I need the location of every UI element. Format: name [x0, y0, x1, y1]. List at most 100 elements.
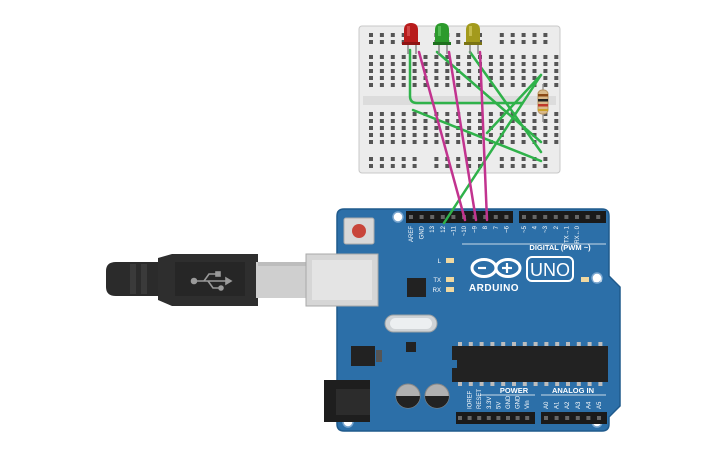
breadboard-hole[interactable]: [543, 140, 548, 144]
breadboard-hole[interactable]: [467, 69, 472, 73]
breadboard-hole[interactable]: [369, 126, 373, 130]
breadboard-hole[interactable]: [510, 33, 515, 37]
header-pin-hole[interactable]: [544, 416, 548, 420]
breadboard-hole[interactable]: [532, 119, 537, 123]
breadboard-hole[interactable]: [488, 69, 493, 73]
breadboard-hole[interactable]: [467, 83, 472, 87]
breadboard-hole[interactable]: [478, 140, 482, 144]
breadboard-hole[interactable]: [412, 62, 417, 66]
breadboard-hole[interactable]: [510, 119, 515, 123]
header-pin-hole[interactable]: [409, 215, 413, 219]
breadboard-hole[interactable]: [434, 83, 439, 87]
breadboard-hole[interactable]: [412, 119, 417, 123]
header-pin-hole[interactable]: [543, 215, 548, 219]
breadboard-hole[interactable]: [412, 83, 417, 87]
header-pin-hole[interactable]: [483, 215, 488, 219]
breadboard-hole[interactable]: [521, 112, 526, 116]
breadboard-hole[interactable]: [445, 140, 450, 144]
breadboard-hole[interactable]: [510, 140, 515, 144]
breadboard-hole[interactable]: [543, 40, 548, 44]
breadboard-hole[interactable]: [488, 76, 493, 80]
breadboard-hole[interactable]: [467, 126, 472, 130]
breadboard-hole[interactable]: [369, 76, 373, 80]
breadboard-hole[interactable]: [521, 62, 526, 66]
breadboard-hole[interactable]: [510, 62, 515, 66]
breadboard-hole[interactable]: [379, 69, 384, 73]
breadboard-hole[interactable]: [554, 133, 559, 137]
breadboard-hole[interactable]: [521, 157, 526, 161]
breadboard-hole[interactable]: [532, 126, 537, 130]
breadboard-hole[interactable]: [532, 55, 537, 59]
breadboard-hole[interactable]: [543, 164, 548, 168]
breadboard-hole[interactable]: [434, 76, 439, 80]
breadboard-hole[interactable]: [488, 133, 493, 137]
breadboard-hole[interactable]: [521, 76, 526, 80]
breadboard-hole[interactable]: [445, 76, 450, 80]
header-pin-hole[interactable]: [522, 215, 526, 219]
breadboard-hole[interactable]: [401, 33, 406, 37]
breadboard-hole[interactable]: [499, 62, 504, 66]
wire-ground-rail[interactable]: [411, 108, 543, 163]
breadboard-hole[interactable]: [401, 69, 406, 73]
breadboard-hole[interactable]: [543, 126, 548, 130]
header-pin-hole[interactable]: [575, 416, 580, 420]
breadboard-holes[interactable]: [369, 33, 559, 168]
breadboard-hole[interactable]: [467, 112, 472, 116]
breadboard-hole[interactable]: [412, 140, 417, 144]
breadboard-hole[interactable]: [499, 164, 504, 168]
breadboard-hole[interactable]: [543, 83, 548, 87]
breadboard-hole[interactable]: [456, 55, 461, 59]
breadboard-hole[interactable]: [467, 133, 472, 137]
header-pin-hole[interactable]: [597, 416, 601, 420]
breadboard-hole[interactable]: [390, 164, 395, 168]
header-pin-hole[interactable]: [493, 215, 498, 219]
breadboard-hole[interactable]: [379, 40, 384, 44]
reset-button[interactable]: [343, 217, 375, 245]
breadboard-hole[interactable]: [543, 33, 548, 37]
breadboard-hole[interactable]: [401, 157, 406, 161]
breadboard-hole[interactable]: [467, 119, 472, 123]
breadboard-hole[interactable]: [390, 133, 395, 137]
led-green[interactable]: [433, 23, 451, 54]
breadboard-hole[interactable]: [554, 126, 559, 130]
breadboard-hole[interactable]: [390, 62, 395, 66]
breadboard-hole[interactable]: [423, 126, 428, 130]
header-pin-hole[interactable]: [419, 215, 424, 219]
breadboard-hole[interactable]: [456, 157, 461, 161]
breadboard-hole[interactable]: [456, 119, 461, 123]
breadboard-hole[interactable]: [379, 33, 384, 37]
header-pin-hole[interactable]: [596, 215, 601, 219]
wire-resistor-link[interactable]: [485, 73, 543, 135]
breadboard-hole[interactable]: [401, 112, 406, 116]
breadboard-hole[interactable]: [445, 119, 450, 123]
breadboard-hole[interactable]: [532, 33, 537, 37]
header-pin-hole[interactable]: [496, 416, 501, 420]
breadboard-hole[interactable]: [488, 112, 493, 116]
breadboard-hole[interactable]: [488, 55, 493, 59]
breadboard-hole[interactable]: [521, 164, 526, 168]
breadboard-hole[interactable]: [379, 76, 384, 80]
breadboard-hole[interactable]: [401, 83, 406, 87]
breadboard-hole[interactable]: [423, 119, 428, 123]
breadboard-hole[interactable]: [510, 164, 515, 168]
breadboard-hole[interactable]: [369, 62, 373, 66]
breadboard-hole[interactable]: [401, 62, 406, 66]
breadboard-hole[interactable]: [510, 40, 515, 44]
breadboard-hole[interactable]: [445, 55, 450, 59]
breadboard-hole[interactable]: [499, 112, 504, 116]
breadboard-hole[interactable]: [434, 133, 439, 137]
breadboard-hole[interactable]: [379, 62, 384, 66]
header-pin-hole[interactable]: [477, 416, 482, 420]
breadboard-hole[interactable]: [510, 126, 515, 130]
breadboard-hole[interactable]: [488, 119, 493, 123]
breadboard-hole[interactable]: [379, 126, 384, 130]
breadboard-hole[interactable]: [488, 83, 493, 87]
breadboard-hole[interactable]: [390, 119, 395, 123]
breadboard-hole[interactable]: [467, 55, 472, 59]
breadboard-hole[interactable]: [369, 157, 373, 161]
wire-pin-11-green-led[interactable]: [447, 50, 478, 222]
breadboard-hole[interactable]: [521, 119, 526, 123]
breadboard-hole[interactable]: [445, 126, 450, 130]
breadboard-hole[interactable]: [467, 62, 472, 66]
